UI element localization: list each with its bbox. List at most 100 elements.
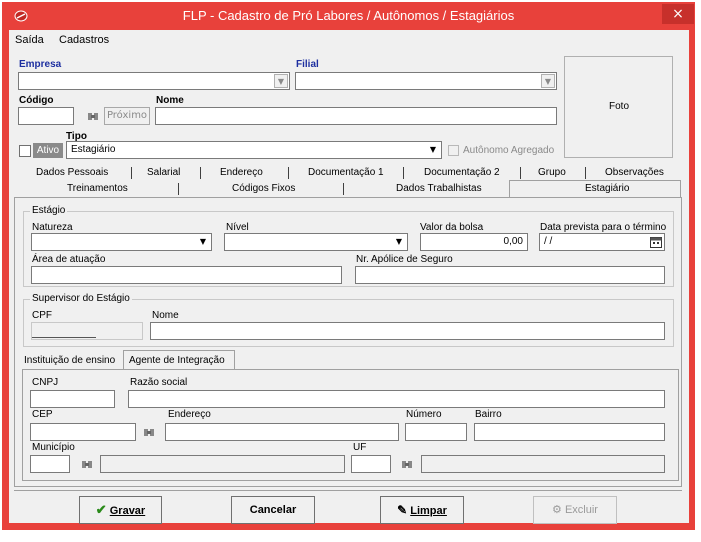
excluir-label: Excluir <box>564 504 598 516</box>
tab-salarial[interactable]: Salarial <box>147 167 181 178</box>
cep-field[interactable] <box>30 423 136 441</box>
apolice-field[interactable] <box>355 266 665 284</box>
filial-select[interactable]: ▼ <box>295 72 557 90</box>
tab-estagiario-active[interactable]: Estagiário <box>509 180 681 197</box>
button-bar-divider <box>14 490 682 491</box>
valor-bolsa-field[interactable]: 0,00 <box>420 233 528 251</box>
tab-separator <box>585 167 586 179</box>
data-termino-value: / / <box>544 236 553 247</box>
limpar-button[interactable]: ✎ Limpar <box>380 496 464 524</box>
nivel-select[interactable]: ▼ <box>224 233 408 251</box>
chevron-down-icon[interactable]: ▼ <box>196 235 210 249</box>
endereco-field[interactable] <box>165 423 399 441</box>
subtab-agente-active[interactable]: Agente de Integração <box>123 350 235 369</box>
tab-separator <box>200 167 201 179</box>
cep-label: CEP <box>32 409 53 420</box>
tipo-label: Tipo <box>66 131 87 142</box>
photo-box[interactable]: Foto <box>564 56 673 158</box>
binoculars-icon[interactable] <box>400 457 414 471</box>
excluir-button[interactable]: ⚙ Excluir <box>533 496 617 524</box>
app-icon <box>14 10 28 22</box>
tab-separator <box>520 167 521 179</box>
subtab-instituicao-ensino[interactable]: Instituição de ensino <box>24 355 116 366</box>
data-termino-field[interactable]: / / <box>539 233 665 251</box>
municipio-code-field[interactable] <box>30 455 70 473</box>
tab-separator <box>288 167 289 179</box>
tab-grupo[interactable]: Grupo <box>538 167 566 178</box>
menu-saida[interactable]: Saída <box>15 34 44 46</box>
tab-observacoes[interactable]: Observações <box>605 167 664 178</box>
area-atuacao-label: Área de atuação <box>32 254 106 265</box>
apolice-label: Nr. Apólice de Seguro <box>356 254 453 265</box>
cancelar-button[interactable]: Cancelar <box>231 496 315 524</box>
ativo-label[interactable]: Ativo <box>33 143 63 158</box>
binoculars-icon[interactable] <box>86 109 100 123</box>
tab-dados-trabalhistas[interactable]: Dados Trabalhistas <box>396 183 482 194</box>
tab-separator <box>178 183 179 195</box>
tipo-select[interactable]: Estagiário ▼ <box>66 141 442 159</box>
calendar-icon[interactable] <box>650 236 662 248</box>
cnpj-label: CNPJ <box>32 377 59 388</box>
checkmark-icon: ✔ <box>95 502 107 517</box>
tab-codigos-fixos[interactable]: Códigos Fixos <box>232 183 296 194</box>
gravar-label: Gravar <box>109 505 146 517</box>
data-termino-label: Data prevista para o término <box>540 222 667 233</box>
agente-panel <box>22 369 679 481</box>
natureza-select[interactable]: ▼ <box>31 233 212 251</box>
autonomo-agregado-label: Autônomo Agregado <box>463 145 555 156</box>
numero-label: Número <box>406 409 442 420</box>
tab-separator <box>343 183 344 195</box>
tab-endereco[interactable]: Endereço <box>220 167 263 178</box>
uf-code-field[interactable] <box>351 455 391 473</box>
menu-cadastros[interactable]: Cadastros <box>59 34 110 46</box>
tab-documentacao-2[interactable]: Documentação 2 <box>424 167 500 178</box>
codigo-field[interactable] <box>18 107 74 125</box>
cpf-field[interactable] <box>31 322 96 338</box>
razao-social-field[interactable] <box>128 390 665 408</box>
eraser-icon: ✎ <box>397 503 408 517</box>
tab-estagiario[interactable]: Estagiário <box>585 183 630 194</box>
supervisor-nome-label: Nome <box>152 310 179 321</box>
tab-treinamentos[interactable]: Treinamentos <box>67 183 128 194</box>
chevron-down-icon[interactable]: ▼ <box>426 143 440 157</box>
proximo-button[interactable]: Próximo <box>104 107 150 125</box>
chevron-down-icon[interactable]: ▼ <box>392 235 406 249</box>
numero-field[interactable] <box>405 423 467 441</box>
nivel-label: Nível <box>226 222 249 233</box>
title-bar: FLP - Cadastro de Pró Labores / Autônomo… <box>2 2 695 30</box>
bairro-field[interactable] <box>474 423 665 441</box>
chevron-down-icon[interactable]: ▼ <box>274 74 288 88</box>
subtab-agente-integracao[interactable]: Agente de Integração <box>129 355 225 366</box>
gravar-button[interactable]: ✔ Gravar <box>79 496 162 524</box>
binoculars-icon[interactable] <box>142 425 156 439</box>
bairro-label: Bairro <box>475 409 502 420</box>
tab-dados-pessoais[interactable]: Dados Pessoais <box>36 167 109 178</box>
limpar-label: Limpar <box>410 505 447 517</box>
area-atuacao-field[interactable] <box>31 266 342 284</box>
municipio-label: Município <box>32 442 75 453</box>
tab-separator <box>131 167 132 179</box>
estagio-group <box>23 211 674 287</box>
empresa-select[interactable]: ▼ <box>18 72 290 90</box>
tab-documentacao-1[interactable]: Documentação 1 <box>308 167 384 178</box>
photo-label: Foto <box>609 101 630 112</box>
autonomo-agregado-checkbox[interactable] <box>448 145 459 156</box>
supervisor-group <box>23 299 674 347</box>
tipo-value: Estagiário <box>71 144 116 155</box>
cpf-box[interactable] <box>31 322 143 340</box>
close-button[interactable]: × <box>662 4 694 24</box>
menu-bar: Saída Cadastros <box>9 32 689 50</box>
codigo-label: Código <box>19 95 54 106</box>
empresa-label: Empresa <box>19 59 62 70</box>
cnpj-field[interactable] <box>30 390 115 408</box>
razao-social-label: Razão social <box>130 377 188 388</box>
cancelar-label: Cancelar <box>249 504 297 516</box>
gear-icon: ⚙ <box>552 504 562 516</box>
nome-field[interactable] <box>155 107 557 125</box>
valor-bolsa-value: 0,00 <box>503 236 523 247</box>
ativo-checkbox[interactable] <box>19 145 31 157</box>
binoculars-icon[interactable] <box>80 457 94 471</box>
chevron-down-icon[interactable]: ▼ <box>541 74 555 88</box>
valor-bolsa-label: Valor da bolsa <box>420 222 484 233</box>
supervisor-nome-field[interactable] <box>150 322 665 340</box>
